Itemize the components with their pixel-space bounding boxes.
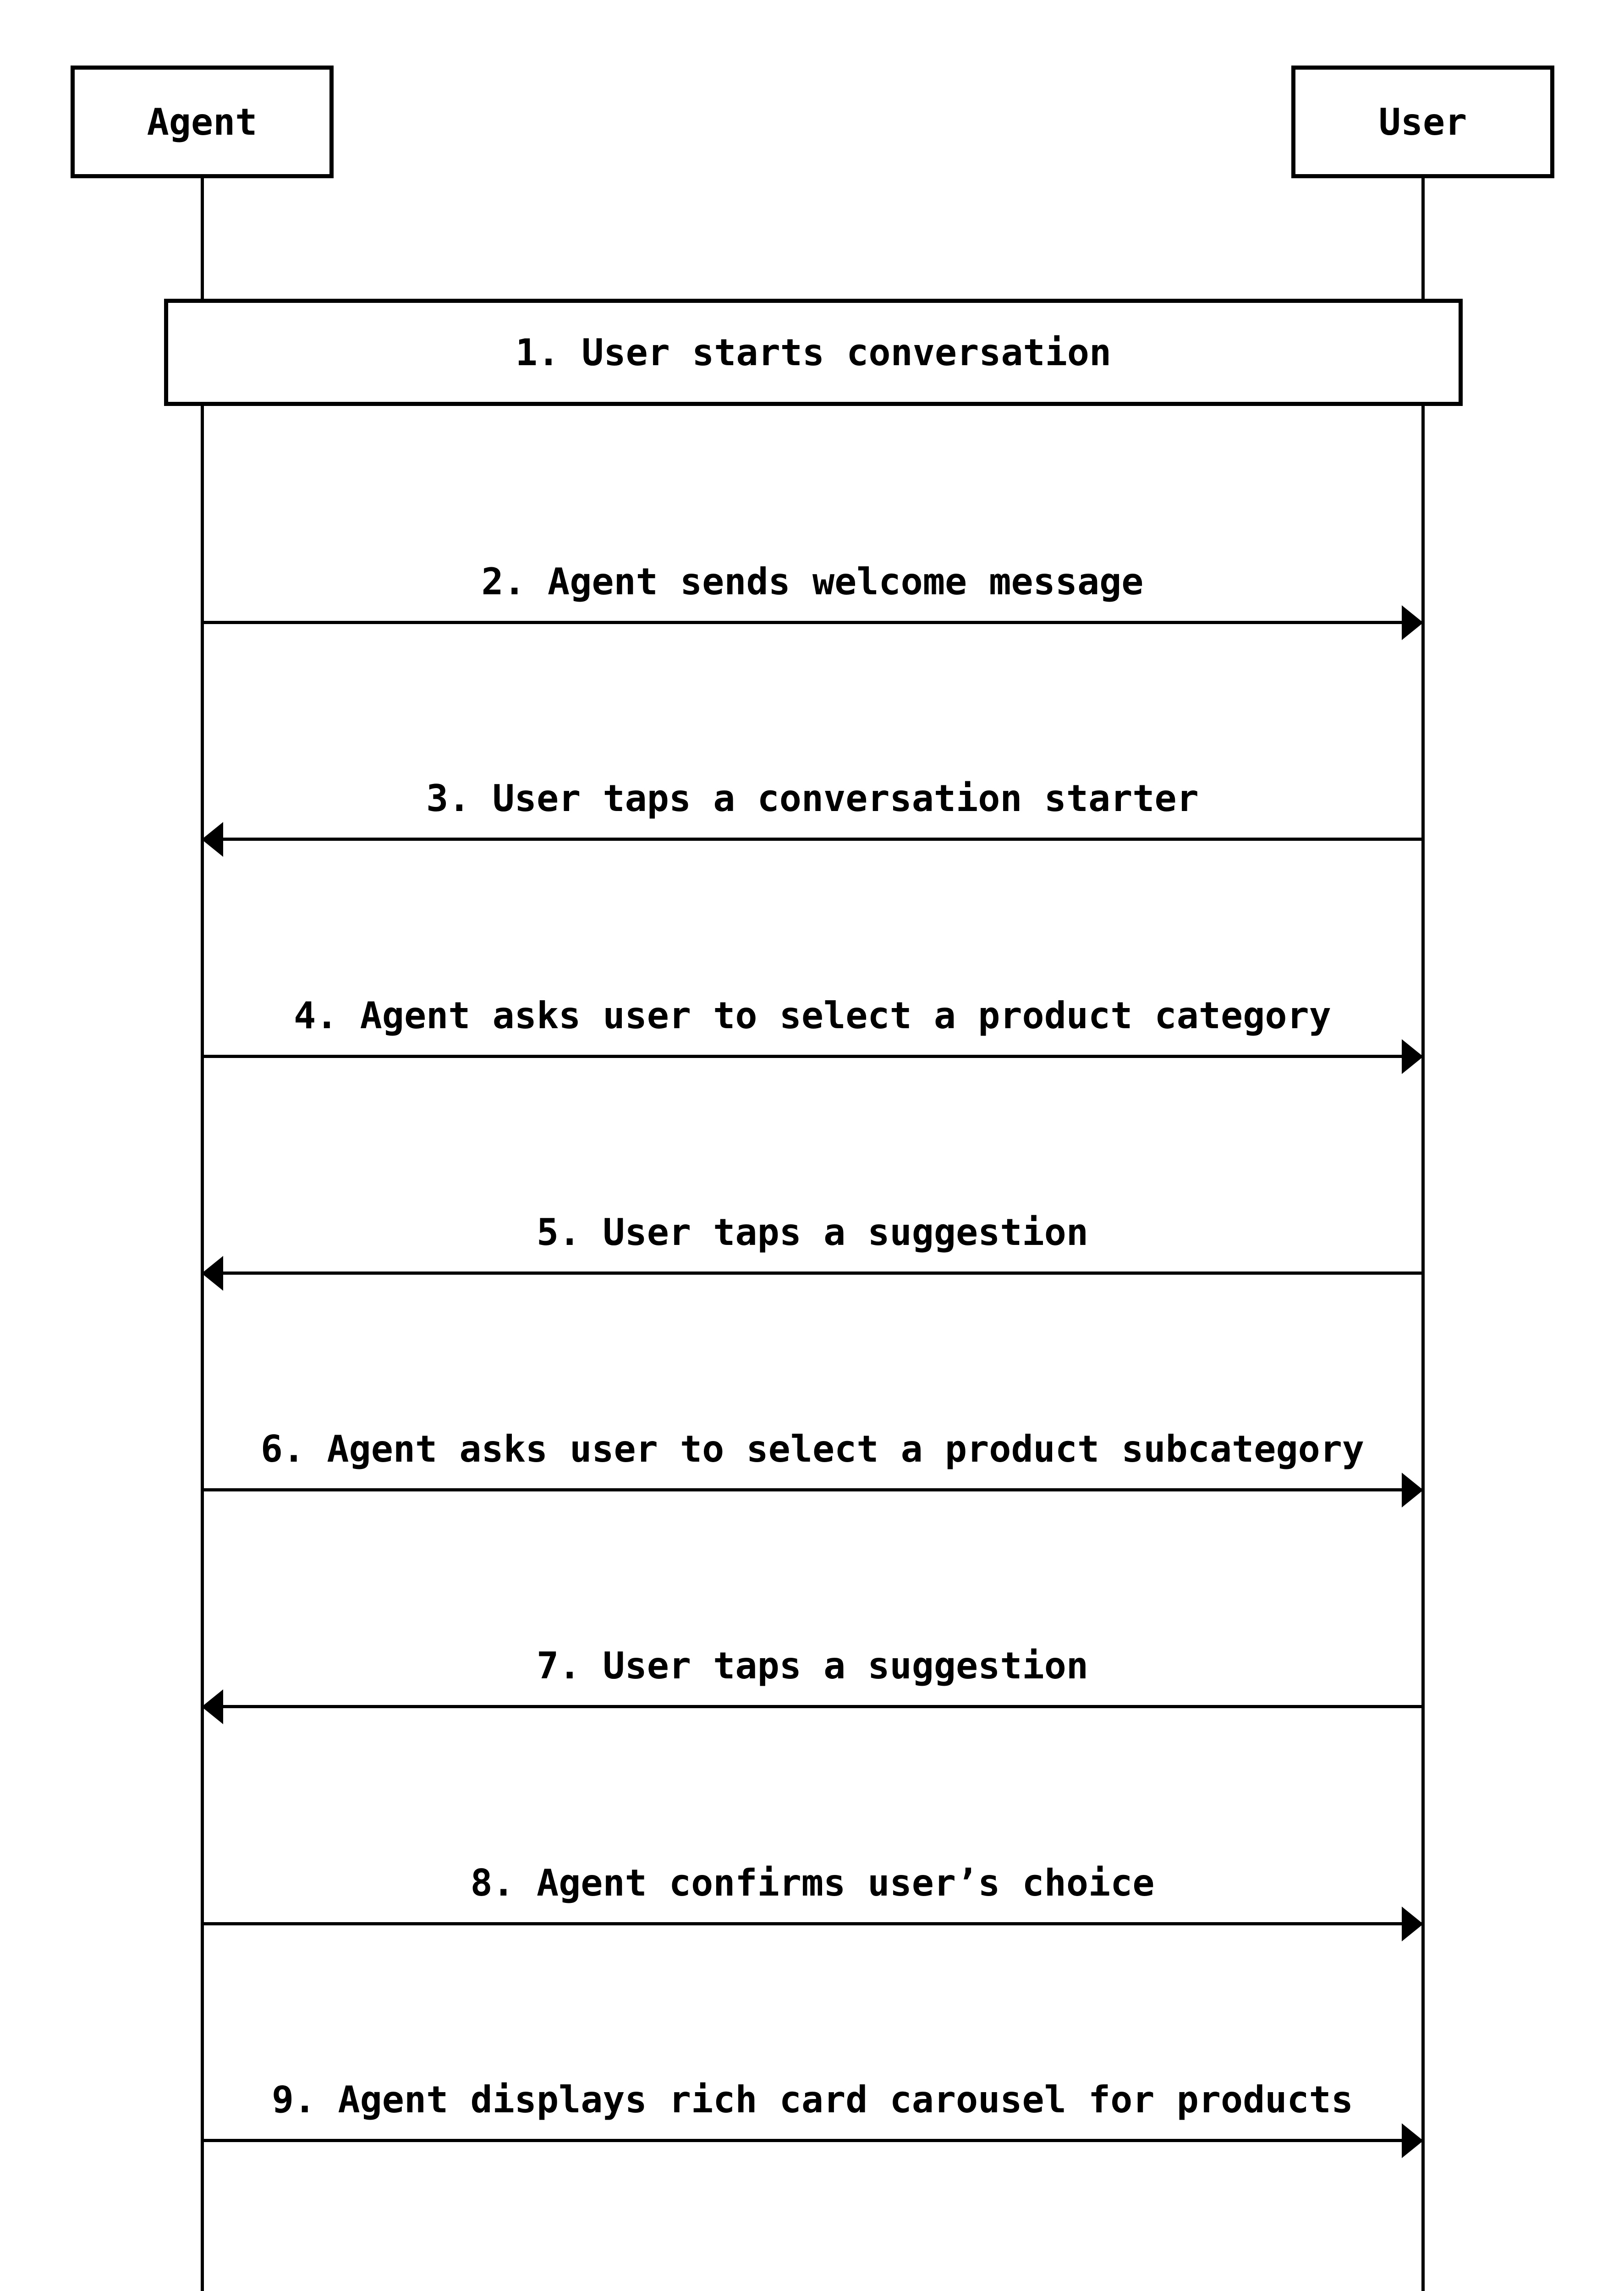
- message-arrow: [202, 2123, 1423, 2158]
- actor-label-user: User: [1378, 100, 1467, 143]
- message-label: 9. Agent displays rich card carousel for…: [271, 2078, 1354, 2121]
- message-label: 4. Agent asks user to select a product c…: [294, 994, 1331, 1037]
- message-arrow: [202, 1906, 1423, 1941]
- arrowhead-icon: [202, 822, 223, 857]
- message-arrow: [202, 1255, 1423, 1291]
- message-label: 2. Agent sends welcome message: [481, 560, 1144, 603]
- message-label: 8. Agent confirms user’s choice: [470, 1862, 1155, 1904]
- message-arrow: [202, 605, 1423, 640]
- message-label: 7. User taps a suggestion: [536, 1644, 1089, 1687]
- message-label: 3. User taps a conversation starter: [426, 777, 1199, 820]
- arrowhead-icon: [202, 1255, 223, 1291]
- message-arrow: [202, 1689, 1423, 1724]
- arrowhead-icon: [1402, 1472, 1423, 1507]
- arrowhead-icon: [1402, 1906, 1423, 1941]
- user-lifeline: [1421, 176, 1425, 2291]
- actor-label-agent: Agent: [147, 100, 258, 143]
- message-arrow: [202, 822, 1423, 857]
- message-arrow: [202, 1472, 1423, 1507]
- note-banner: 1. User starts conversation: [164, 299, 1463, 406]
- actor-box-agent-top: Agent: [71, 66, 334, 178]
- message-label: 6. Agent asks user to select a product s…: [260, 1428, 1365, 1470]
- actor-box-user-top: User: [1291, 66, 1554, 178]
- message-label: 5. User taps a suggestion: [536, 1211, 1089, 1254]
- arrowhead-icon: [202, 1689, 223, 1724]
- arrowhead-icon: [1402, 1039, 1423, 1074]
- agent-lifeline: [201, 176, 204, 2291]
- note-text: 1. User starts conversation: [515, 331, 1112, 374]
- message-arrow: [202, 1039, 1423, 1074]
- arrowhead-icon: [1402, 2123, 1423, 2158]
- arrowhead-icon: [1402, 605, 1423, 640]
